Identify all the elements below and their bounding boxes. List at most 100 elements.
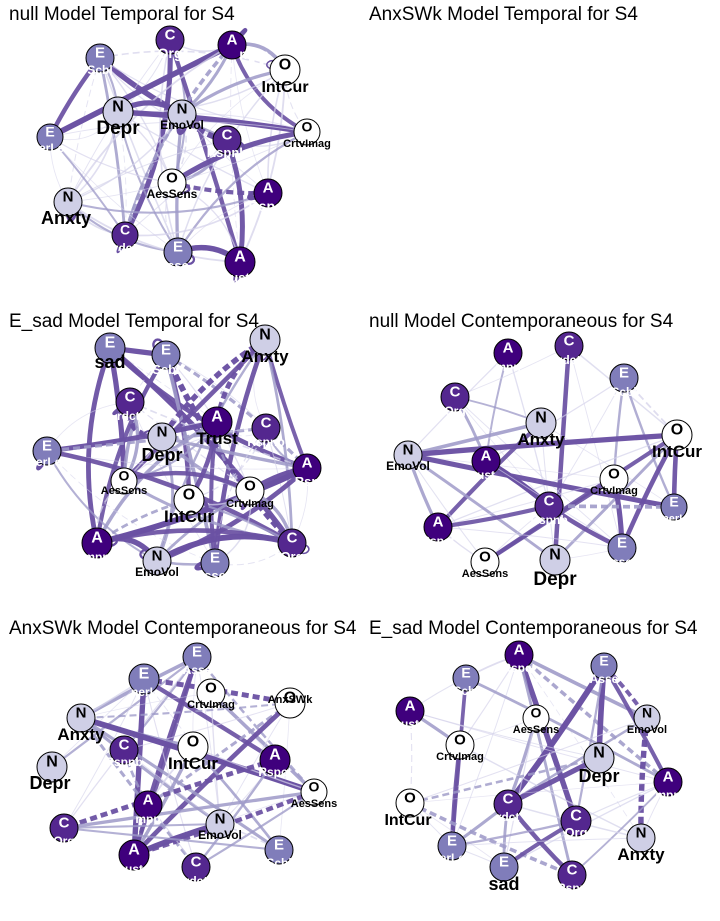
node-circle-agreeableness bbox=[504, 640, 534, 670]
node-label: Depr bbox=[29, 773, 70, 793]
node-circle-agreeableness bbox=[81, 527, 113, 559]
network-graph: ArustEsserSNAnxtyCrdctiOAesSensARspctEEn… bbox=[360, 0, 720, 307]
node-trait-letter: A bbox=[302, 454, 313, 471]
node-label: IntCur bbox=[261, 79, 308, 96]
network-edge bbox=[143, 676, 291, 706]
node-trait-letter: A bbox=[263, 179, 274, 196]
node-label: mpn bbox=[655, 788, 680, 802]
network-edge bbox=[51, 656, 198, 768]
node-trait-letter: C bbox=[564, 332, 575, 349]
network-edge bbox=[214, 427, 267, 564]
node-label: CrtvImag bbox=[590, 485, 638, 497]
node-label: EmoVol bbox=[627, 724, 667, 736]
node-circle-agreeableness bbox=[292, 453, 322, 483]
node-circle-neuroticism bbox=[53, 187, 83, 217]
node-label: Anxty bbox=[57, 725, 105, 744]
node-label: nerLe bbox=[32, 141, 65, 155]
node-label: AesSens bbox=[513, 724, 559, 736]
panel-title: null Model Contemporaneous for S4 bbox=[369, 311, 674, 332]
network-edge bbox=[409, 717, 648, 804]
node-label: CrtvImag bbox=[283, 138, 331, 150]
node-trait-letter: O bbox=[454, 731, 466, 748]
node-label: Asse bbox=[590, 672, 619, 686]
network-edge bbox=[63, 822, 221, 830]
node-trait-letter: O bbox=[671, 421, 683, 438]
node-trait-letter: C bbox=[120, 221, 130, 237]
node-trait-letter: O bbox=[284, 689, 296, 706]
node-label: AnxSWk bbox=[268, 694, 314, 706]
node-circle-neuroticism bbox=[633, 704, 661, 732]
node-trait-letter: A bbox=[234, 248, 246, 265]
node-label: AesSens bbox=[462, 568, 508, 580]
node-circle-openness bbox=[293, 118, 321, 146]
node-trait-letter: E bbox=[139, 665, 150, 682]
node-label: nerL bbox=[131, 685, 157, 699]
network-edge bbox=[568, 345, 623, 549]
network-edge bbox=[124, 192, 269, 237]
node-label: ust bbox=[230, 270, 250, 285]
node-trait-letter: N bbox=[112, 98, 124, 115]
network-edge bbox=[177, 130, 308, 253]
node-label: Rspct bbox=[502, 661, 535, 675]
network-edge bbox=[540, 422, 675, 508]
node-label: rdcti bbox=[117, 409, 143, 423]
node-label: Org bbox=[280, 549, 303, 564]
network-edge bbox=[124, 113, 183, 236]
node-trait-letter: A bbox=[143, 791, 154, 808]
node-label: EmoVol bbox=[160, 118, 204, 132]
network-edge bbox=[451, 837, 642, 847]
node-trait-letter: O bbox=[119, 467, 130, 483]
node-circle-agreeableness bbox=[201, 406, 233, 438]
node-label: Org bbox=[564, 825, 587, 840]
node-trait-letter: C bbox=[165, 26, 176, 43]
network-edge bbox=[99, 57, 173, 184]
node-trait-letter: E bbox=[617, 534, 627, 551]
node-trait-letter: O bbox=[404, 789, 416, 806]
node-circle-extraversion bbox=[609, 363, 639, 393]
network-graph: EsadEScblNAnxtyCrdctiNDeprATrustCRspnbEn… bbox=[29, 324, 322, 583]
network-edge bbox=[231, 44, 269, 194]
node-label: sad bbox=[94, 352, 125, 372]
node-trait-letter: N bbox=[46, 753, 58, 770]
node-label: Rspnb bbox=[247, 435, 284, 449]
node-depr: N Depr bbox=[29, 751, 71, 793]
node-trait-letter: A bbox=[433, 513, 444, 530]
node-circle-openness bbox=[470, 547, 500, 577]
network-edge bbox=[94, 353, 168, 544]
node-label: IntCur bbox=[652, 442, 702, 461]
network-edge bbox=[552, 345, 572, 561]
network-edge bbox=[195, 791, 315, 868]
node-circle-neuroticism bbox=[626, 823, 656, 853]
node-label: Depr bbox=[96, 118, 140, 139]
node-trait-letter: O bbox=[166, 169, 178, 186]
node-label: Trust bbox=[196, 429, 238, 448]
network-edge bbox=[451, 654, 520, 847]
network-edge bbox=[63, 678, 145, 829]
node-circle-extraversion bbox=[452, 664, 480, 692]
node-label: IntCur bbox=[164, 507, 214, 526]
node-trait-letter: N bbox=[593, 744, 605, 761]
node-circle-extraversion bbox=[200, 548, 230, 578]
